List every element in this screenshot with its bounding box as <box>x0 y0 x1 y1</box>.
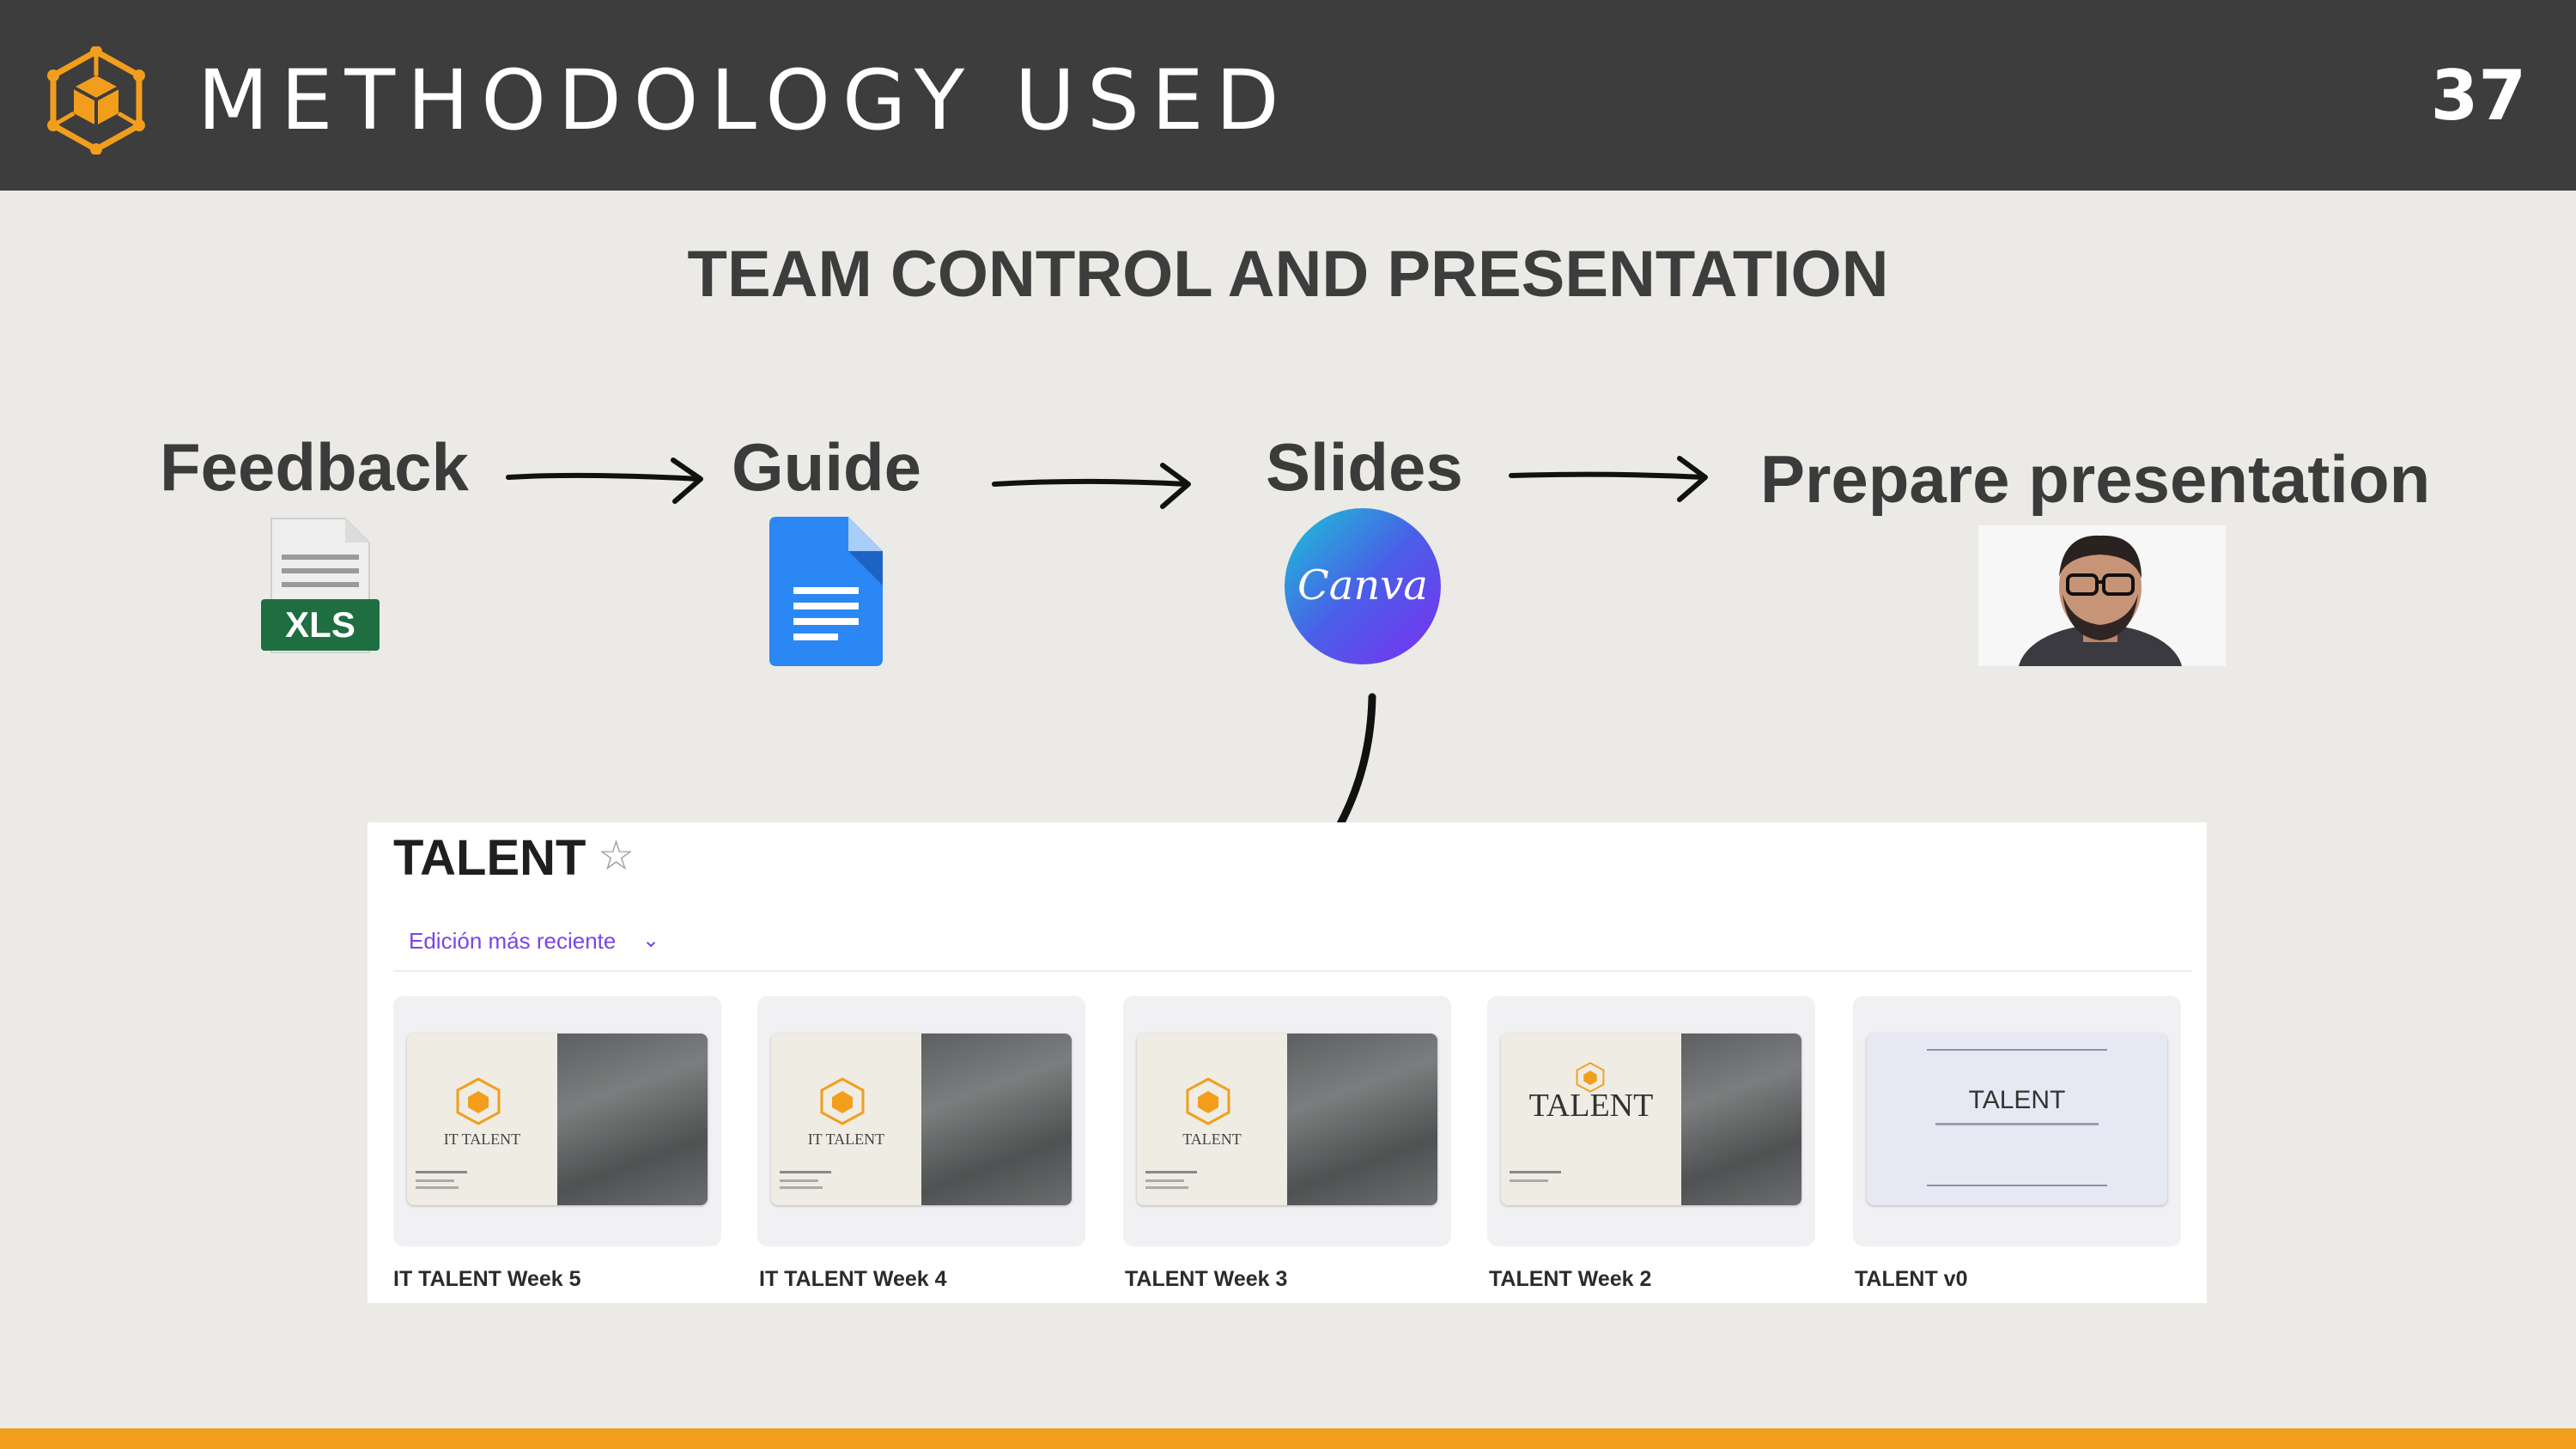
bottom-accent-bar <box>0 1428 2576 1449</box>
divider <box>393 970 2192 972</box>
design-card[interactable]: TALENT <box>1487 996 1815 1246</box>
design-thumbnail: TALENT <box>1501 1034 1801 1205</box>
cube-logo-icon <box>1186 1077 1230 1125</box>
design-thumbnail: TALENT <box>1137 1034 1437 1205</box>
cube-logo-icon <box>1576 1062 1605 1093</box>
design-thumbnail: TALENT <box>1867 1034 2167 1205</box>
cube-logo-icon <box>47 46 145 155</box>
presenter-photo <box>1978 525 2226 666</box>
design-card-label[interactable]: IT TALENT Week 5 <box>393 1267 581 1291</box>
slide-title: METHODOLOGY USED <box>197 52 1291 149</box>
thumbnail-title: IT TALENT <box>807 1131 885 1148</box>
thumbnail-title: TALENT <box>1968 1086 2066 1114</box>
thumbnail-title: TALENT <box>1528 1088 1654 1124</box>
svg-text:Canva: Canva <box>1297 561 1428 609</box>
step-feedback-label: Feedback <box>160 429 469 505</box>
step-slides-label: Slides <box>1266 429 1463 505</box>
design-card[interactable]: IT TALENT <box>393 996 721 1246</box>
section-subtitle: TEAM CONTROL AND PRESENTATION <box>687 238 1889 311</box>
header-bar: METHODOLOGY USED 37 <box>0 0 2576 191</box>
cube-logo-icon <box>456 1077 501 1125</box>
canva-projects-panel: TALENT ☆ Edición más reciente ⌄ IT TALEN… <box>368 822 2207 1303</box>
canva-icon: Canva <box>1285 508 1441 664</box>
design-thumbnail: IT TALENT <box>771 1034 1072 1205</box>
design-card-label[interactable]: TALENT Week 2 <box>1489 1267 1652 1291</box>
google-docs-icon <box>769 517 883 666</box>
design-card[interactable]: IT TALENT <box>757 996 1085 1246</box>
svg-text:XLS: XLS <box>285 604 355 645</box>
arrow-right-icon <box>1509 456 1708 502</box>
sort-filter-dropdown[interactable]: Edición más reciente <box>409 928 617 954</box>
folder-title: TALENT <box>393 830 586 886</box>
cube-logo-icon <box>820 1077 865 1125</box>
design-card[interactable]: TALENT <box>1853 996 2181 1246</box>
step-guide-label: Guide <box>732 429 922 505</box>
arrow-right-icon <box>506 458 703 504</box>
page-number: 37 <box>2430 56 2526 136</box>
chevron-down-icon[interactable]: ⌄ <box>642 929 660 952</box>
thumbnail-title: TALENT <box>1182 1131 1242 1148</box>
design-card[interactable]: TALENT <box>1123 996 1451 1246</box>
design-thumbnail: IT TALENT <box>407 1034 708 1205</box>
design-card-label[interactable]: IT TALENT Week 4 <box>759 1267 947 1291</box>
design-card-label[interactable]: TALENT Week 3 <box>1125 1267 1288 1291</box>
star-icon[interactable]: ☆ <box>598 834 635 879</box>
arrow-right-icon <box>992 463 1191 509</box>
design-card-label[interactable]: TALENT v0 <box>1855 1267 1968 1291</box>
step-prepare-presentation-label: Prepare presentation <box>1760 441 2431 517</box>
xls-file-icon: XLS <box>261 518 380 653</box>
thumbnail-title: IT TALENT <box>443 1131 521 1148</box>
